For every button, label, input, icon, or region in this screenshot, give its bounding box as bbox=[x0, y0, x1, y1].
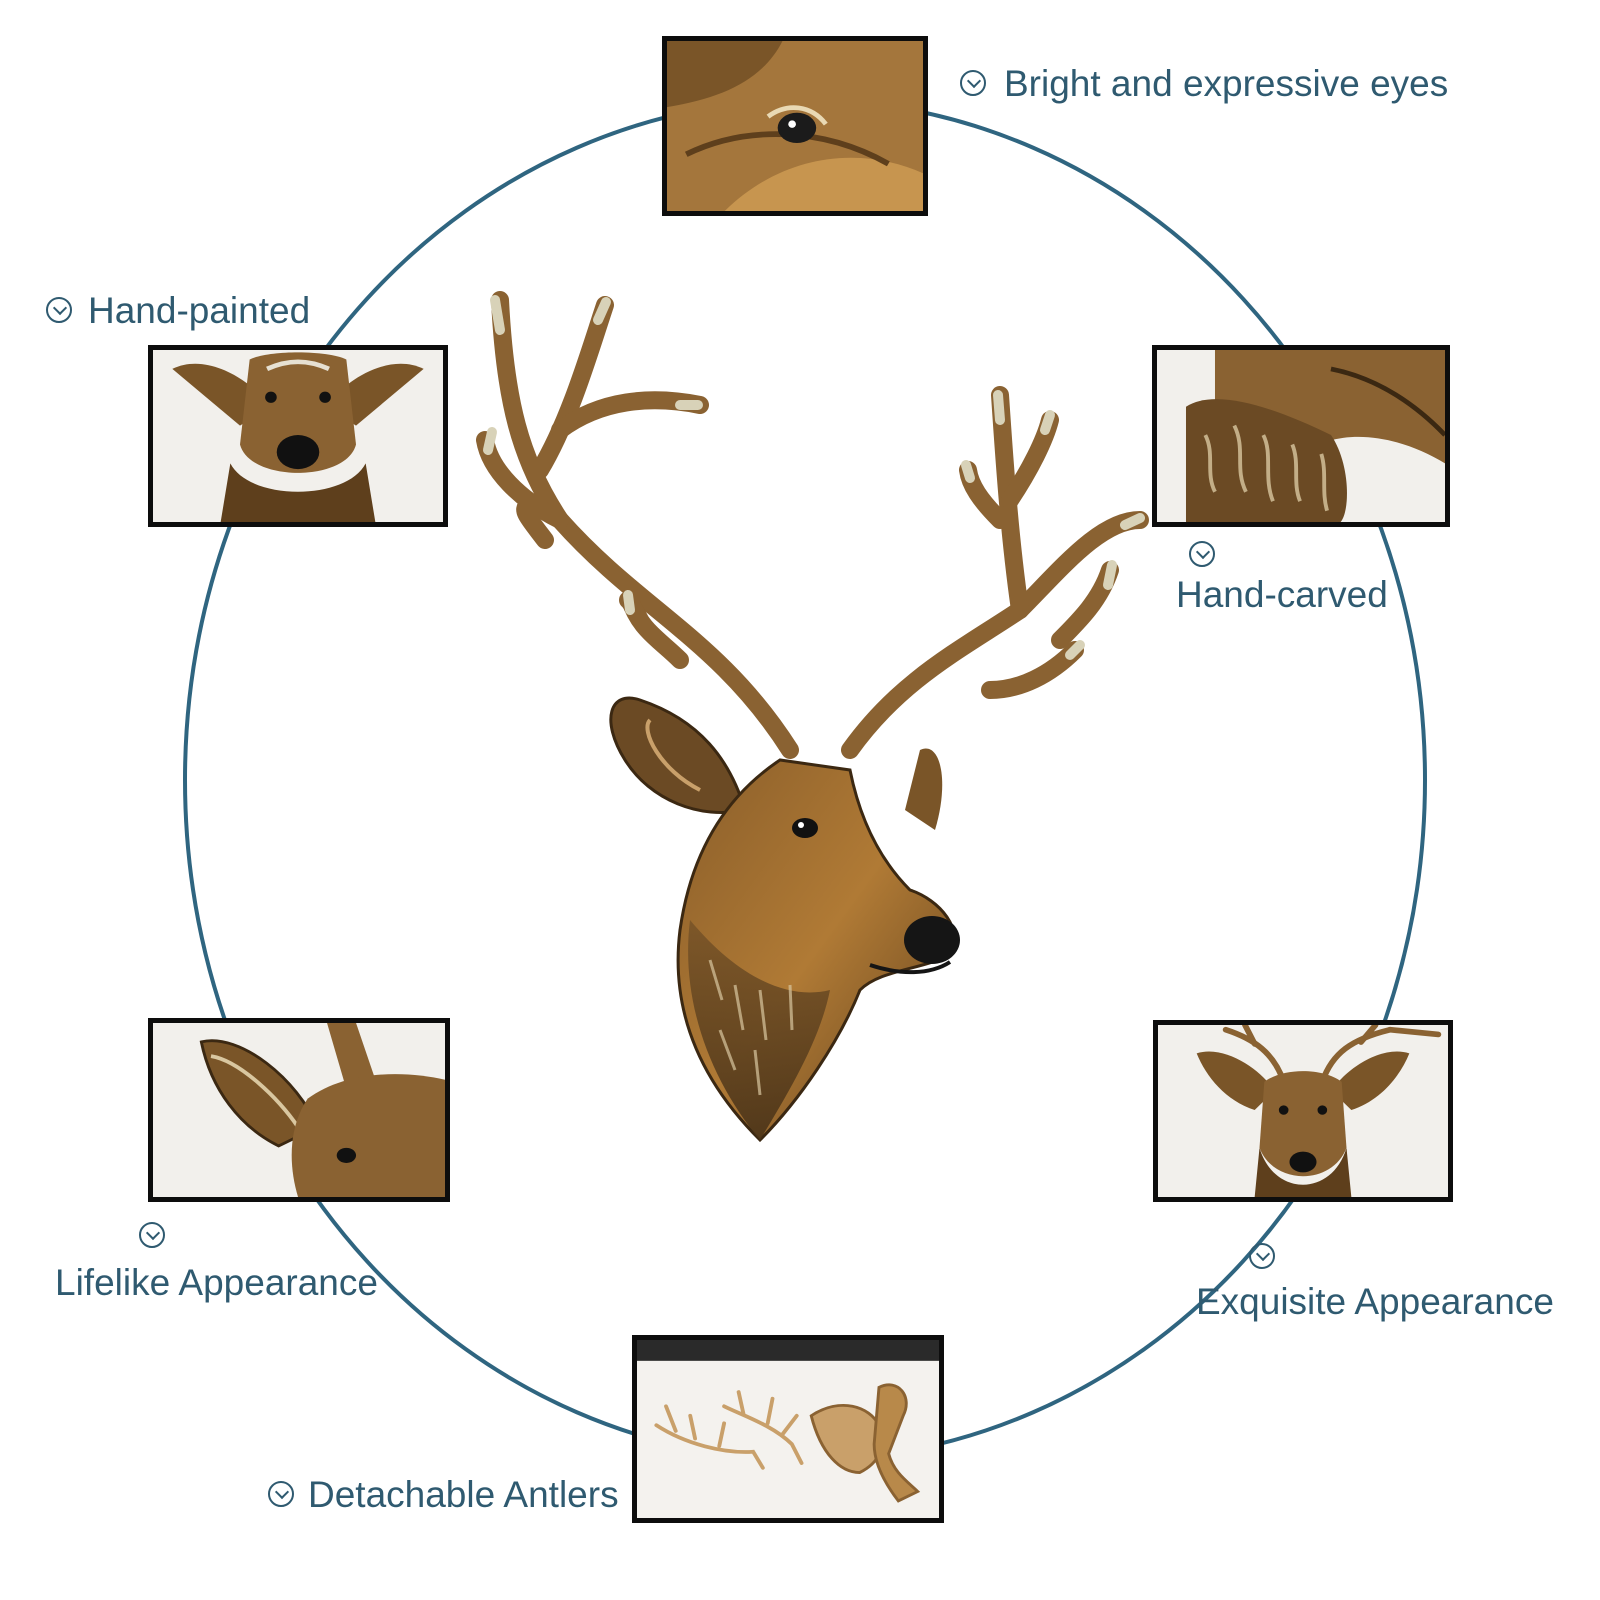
feature-label-antlers: Detachable Antlers bbox=[308, 1474, 619, 1515]
eyes-closeup-photo bbox=[662, 36, 928, 216]
check-circle-icon bbox=[1249, 1243, 1275, 1269]
feature-label-painted: Hand-painted bbox=[88, 290, 311, 331]
feature-label-carved: Hand-carved bbox=[1176, 574, 1388, 615]
detachable-antlers-photo bbox=[632, 1335, 944, 1523]
check-circle-icon bbox=[1189, 541, 1215, 567]
feature-label-lifelike: Lifelike Appearance bbox=[55, 1262, 378, 1303]
feature-label-exquisite: Exquisite Appearance bbox=[1196, 1281, 1554, 1322]
lifelike-appearance-photo bbox=[148, 1018, 450, 1202]
hand-carved-photo bbox=[1152, 345, 1450, 527]
check-circle-icon bbox=[46, 297, 72, 323]
hand-painted-photo bbox=[148, 345, 448, 527]
stag-head-illustration bbox=[476, 291, 1149, 1143]
feature-label-eyes: Bright and expressive eyes bbox=[1004, 63, 1449, 104]
exquisite-appearance-photo bbox=[1153, 1020, 1453, 1202]
check-circle-icon bbox=[960, 70, 986, 96]
check-circle-icon bbox=[139, 1222, 165, 1248]
check-circle-icon bbox=[268, 1481, 294, 1507]
